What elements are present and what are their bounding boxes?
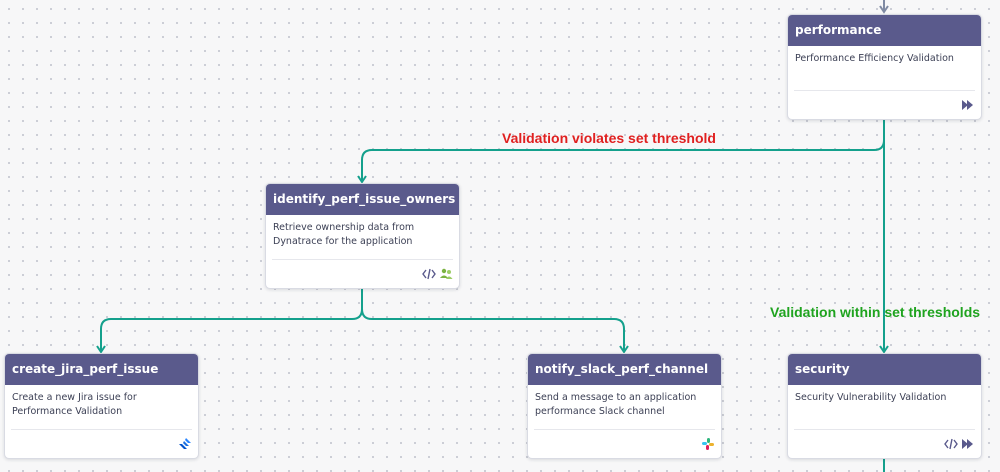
node-description: Performance Efficiency Validation: [795, 53, 954, 64]
node-footer: [794, 90, 975, 119]
node-footer: [11, 429, 192, 458]
node-description: Send a message to an application perform…: [535, 392, 697, 417]
edge-arrow-jira: [96, 345, 106, 354]
play-forward-icon: [961, 98, 975, 112]
code-icon: [944, 437, 958, 451]
edge-label-violation: Validation violates set threshold: [502, 130, 716, 146]
people-icon: [439, 267, 453, 281]
task-node-create-jira-perf-issue[interactable]: create_jira_perf_issue Create a new Jira…: [4, 353, 199, 459]
edge-label-within: Validation within set thresholds: [770, 304, 981, 320]
node-title: create_jira_perf_issue: [5, 354, 198, 385]
node-title: notify_slack_perf_channel: [528, 354, 721, 385]
node-title: identify_perf_issue_owners: [266, 184, 459, 215]
edge-performance-to-identify: [361, 118, 885, 180]
node-title: security: [788, 354, 981, 385]
code-icon: [422, 267, 436, 281]
slack-icon: [701, 437, 715, 451]
task-node-notify-slack-perf-channel[interactable]: notify_slack_perf_channel Send a message…: [527, 353, 722, 459]
node-title: performance: [788, 15, 981, 46]
jira-icon: [178, 437, 192, 451]
node-description: Retrieve ownership data from Dynatrace f…: [273, 222, 415, 247]
play-forward-icon: [961, 437, 975, 451]
task-node-performance[interactable]: performance Performance Efficiency Valid…: [787, 14, 982, 120]
incoming-edge-arrow: [879, 5, 889, 14]
task-node-identify-perf-issue-owners[interactable]: identify_perf_issue_owners Retrieve owne…: [265, 183, 460, 289]
node-description: Security Vulnerability Validation: [795, 392, 947, 403]
edge-identify-to-slack: [361, 287, 625, 350]
edge-arrow-slack: [619, 345, 629, 354]
node-description: Create a new Jira issue for Performance …: [12, 392, 137, 417]
edge-arrow-security: [879, 345, 889, 354]
node-footer: [272, 259, 453, 288]
edge-identify-to-jira: [100, 287, 363, 350]
node-footer: [794, 429, 975, 458]
task-node-security[interactable]: security Security Vulnerability Validati…: [787, 353, 982, 459]
edge-arrow-identify: [357, 175, 367, 184]
node-footer: [534, 429, 715, 458]
